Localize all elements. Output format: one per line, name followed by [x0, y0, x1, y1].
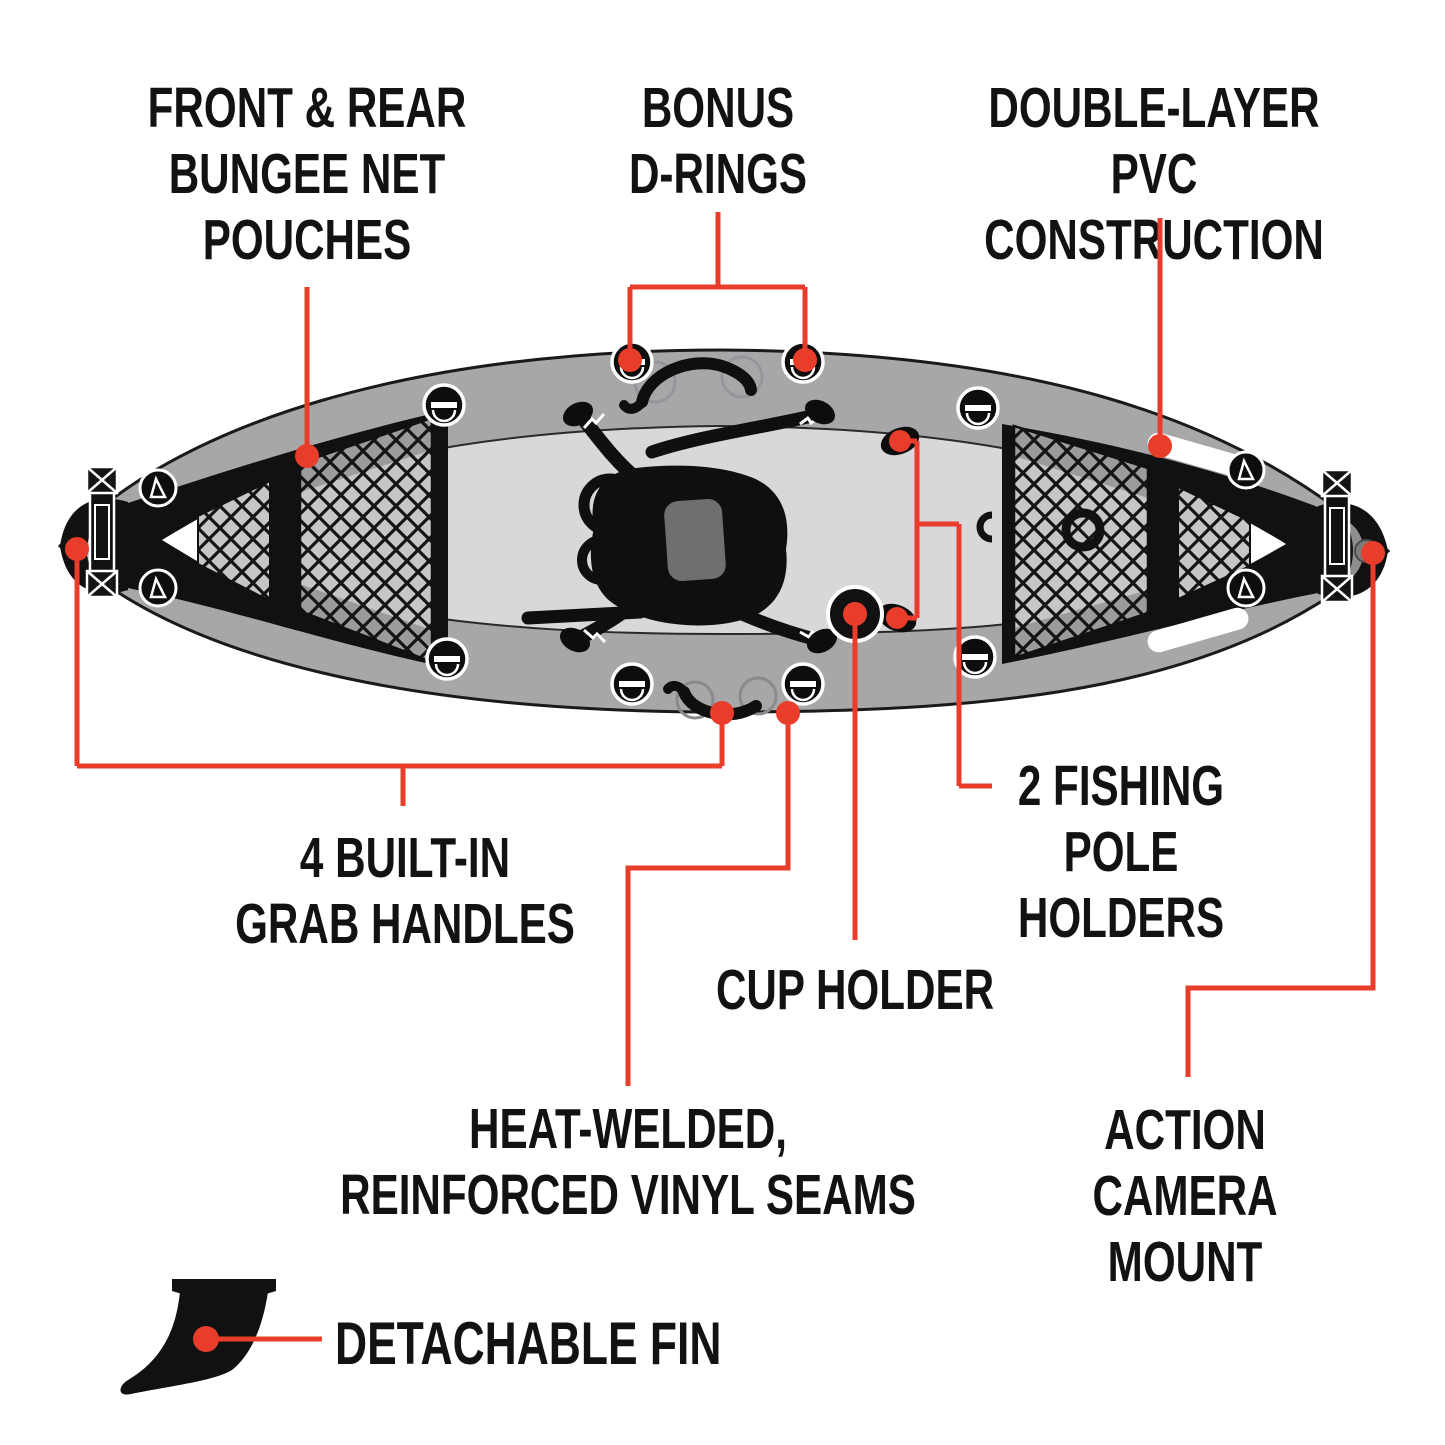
callout-dot-bungee-pouches [295, 444, 319, 468]
kayak-illustration [57, 340, 1391, 721]
front-bungee-pouch [128, 410, 448, 668]
label-cup-holder: CUP HOLDER [715, 958, 995, 1022]
label-pole-holders: 2 FISHING POLE HOLDERS [1017, 754, 1225, 950]
callout-dot-cup-holder [843, 602, 867, 626]
callout-dot-vinyl-seams [776, 701, 800, 725]
deck-tie-downs [559, 399, 838, 654]
label-bonus-d-rings: BONUS D-RINGS [628, 76, 808, 206]
callout-dot-pvc [1148, 434, 1172, 458]
callout-line-grab-handles [74, 549, 725, 806]
callout-line-camera-mount [1185, 553, 1376, 1077]
callout-line-vinyl-seams [625, 713, 791, 1086]
stern-grab-handle [1318, 468, 1388, 604]
callout-dot-pole-holder-bottom [886, 607, 908, 629]
label-grab-handles: 4 BUILT-IN GRAB HANDLES [235, 826, 575, 956]
label-camera-mount: ACTION CAMERA MOUNT [1092, 1098, 1278, 1294]
bow-clip-bottom [138, 568, 178, 608]
callout-dot-camera-mount [1361, 541, 1385, 565]
callout-dot-d-ring-right [793, 348, 817, 372]
label-pvc-construction: DOUBLE-LAYER PVC CONSTRUCTION [984, 76, 1324, 272]
callout-line-bonus-d-rings [627, 212, 808, 360]
top-grab-handle [619, 355, 764, 414]
callout-dot-grab-handle-bow [65, 537, 89, 561]
callout-dots [65, 348, 1385, 1352]
stern-clip-top [1226, 450, 1266, 490]
deck-clip [976, 511, 993, 543]
bow-grab-handle [60, 465, 128, 599]
callout-dot-grab-handle-bottom [710, 701, 734, 725]
callout-dot-pole-holder-top [889, 430, 911, 452]
callout-dot-detachable-fin [193, 1326, 219, 1352]
stern-clip-bottom [1226, 568, 1266, 608]
label-detachable-fin: DETACHABLE FIN [335, 1310, 722, 1377]
callout-dot-d-ring-left [618, 348, 642, 372]
bow-clip-top [138, 468, 178, 508]
label-bungee-pouches: FRONT & REAR BUNGEE NET POUCHES [147, 76, 467, 272]
label-vinyl-seams: HEAT-WELDED, REINFORCED VINYL SEAMS [340, 1097, 916, 1227]
deck-ring-fitting [1061, 508, 1105, 552]
